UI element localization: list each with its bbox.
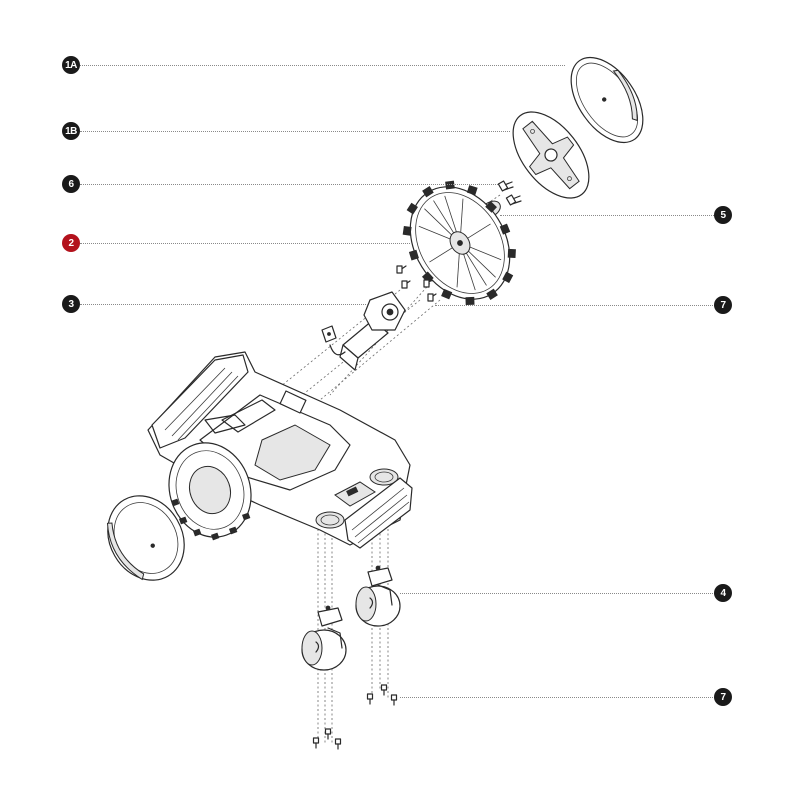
caster-wheel-4-front <box>355 565 401 627</box>
callout-6: 6 <box>62 175 80 193</box>
leader-line-6 <box>80 184 498 185</box>
leader-line-7-lower <box>400 697 715 698</box>
callout-2: 2 <box>62 234 80 252</box>
callout-1b: 1B <box>62 122 80 140</box>
drive-motor-3 <box>321 291 406 371</box>
screw-set-6 <box>497 180 522 206</box>
leader-line-5 <box>500 215 714 216</box>
screw-set-7-upper <box>396 265 437 302</box>
hub-cover-left <box>106 495 185 581</box>
leader-line-7-upper <box>435 305 715 306</box>
hub-cover-1a <box>570 56 644 144</box>
callout-5: 5 <box>714 206 732 224</box>
callout-7-lower: 7 <box>714 688 732 706</box>
leader-line-1a <box>80 65 565 66</box>
drive-wheel-2 <box>402 180 516 306</box>
screw-set-7-lower <box>312 684 398 750</box>
callout-4: 4 <box>714 584 732 602</box>
leader-line-1b <box>80 131 510 132</box>
hub-plate-1b <box>512 111 590 199</box>
leader-line-2 <box>80 243 410 244</box>
mower-chassis <box>147 351 413 549</box>
leader-line-3 <box>80 304 368 305</box>
leader-line-4 <box>400 593 715 594</box>
caster-wheel-4-rear <box>301 605 347 671</box>
callout-3: 3 <box>62 295 80 313</box>
callout-1a: 1A <box>62 56 80 74</box>
callout-7-upper: 7 <box>714 296 732 314</box>
